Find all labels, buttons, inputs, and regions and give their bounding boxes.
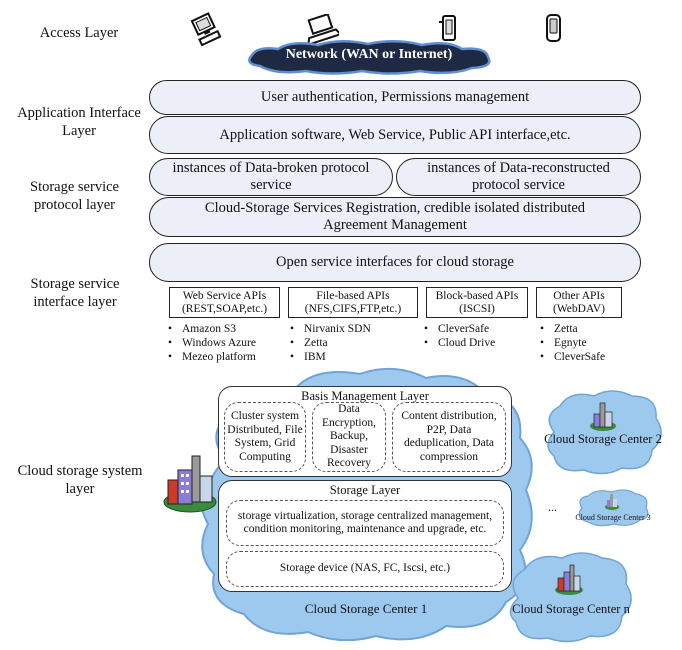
desktop-computer-icon [190, 12, 222, 47]
file-based-apis-box: File-based APIs (NFS,CIFS,FTP,etc.) [288, 287, 418, 318]
storage-device-box: Storage device (NAS, FC, Iscsi, etc.) [226, 551, 504, 587]
block-based-api-list: CleverSafe Cloud Drive [424, 322, 495, 350]
network-label: Network (WAN or Internet) [285, 47, 453, 62]
basis-management-layer-box [218, 386, 512, 477]
list-item: Cloud Drive [424, 336, 495, 350]
ellipsis-label: ... [548, 500, 557, 514]
storage-layer-box [218, 480, 512, 592]
app-software-box: Application software, Web Service, Publi… [149, 116, 641, 154]
list-item: CleverSafe [540, 350, 605, 364]
block-based-apis-box: Block-based APIs (ISCSI) [426, 287, 528, 318]
basis-management-title: Basis Management Layer [301, 389, 429, 403]
list-item: Zetta [540, 322, 605, 336]
storage-center-2-cloud [547, 390, 662, 475]
network-cloud-shape [248, 40, 491, 75]
protocol-layer-label: Storage service protocol layer [30, 179, 119, 213]
storage-virtualization-box: storage virtualization, storage centrali… [226, 500, 504, 546]
cloud-storage-center-3-label: Cloud Storage Center 3 [575, 513, 651, 522]
data-encryption-box: Data Encryption, Backup, Disaster Recove… [312, 402, 386, 472]
list-item: CleverSafe [424, 322, 495, 336]
list-item: Zetta [290, 336, 371, 350]
cloud-system-layer-label: Cloud storage system layer [17, 463, 143, 497]
interface-layer-label: Storage service interface layer [30, 276, 120, 310]
file-based-api-list: Nirvanix SDN Zetta IBM [290, 322, 371, 364]
cloud-storage-center-2-label: Cloud Storage Center 2 [544, 432, 662, 446]
cloud-storage-center-1-label: Cloud Storage Center 1 [304, 601, 428, 616]
list-item: IBM [290, 350, 371, 364]
content-distribution-box: Content distribution, P2P, Data deduplic… [392, 402, 506, 472]
services-registration-box: Cloud-Storage Services Registration, cre… [149, 197, 641, 237]
storage-center-n-building-icon [555, 564, 583, 595]
tablet-icon [439, 15, 456, 41]
data-broken-protocol-box: instances of Data-broken protocol servic… [149, 158, 393, 196]
list-item: Egnyte [540, 336, 605, 350]
list-item: Mezeo platform [168, 350, 256, 364]
web-service-api-list: Amazon S3 Windows Azure Mezeo platform [168, 322, 256, 364]
other-api-list: Zetta Egnyte CleverSafe [540, 322, 605, 364]
access-layer-label: Access Layer [39, 25, 119, 41]
storage-center-3-building-icon [605, 494, 619, 510]
list-item: Nirvanix SDN [290, 322, 371, 336]
list-item: Windows Azure [168, 336, 256, 350]
user-auth-box: User authentication, Permissions managem… [149, 80, 641, 115]
app-interface-layer-label: Application Interface Layer [17, 105, 141, 139]
other-apis-box: Other APIs (WebDAV) [536, 287, 622, 318]
storage-center-2-building-icon [590, 402, 616, 431]
cloud-storage-center-n-label: Cloud Storage Center n [512, 602, 630, 616]
cluster-system-box: Cluster system Distributed, File System,… [224, 402, 306, 472]
data-center-building-icon [163, 455, 217, 513]
list-item: Amazon S3 [168, 322, 256, 336]
open-interfaces-box: Open service interfaces for cloud storag… [149, 243, 641, 282]
storage-center-n-cloud [509, 552, 632, 643]
storage-layer-title: Storage Layer [329, 483, 401, 497]
mobile-phone-icon [546, 14, 561, 42]
web-service-apis-box: Web Service APIs (REST,SOAP,etc.) [169, 287, 280, 318]
data-reconstructed-protocol-box: instances of Data-reconstructed protocol… [396, 158, 641, 196]
